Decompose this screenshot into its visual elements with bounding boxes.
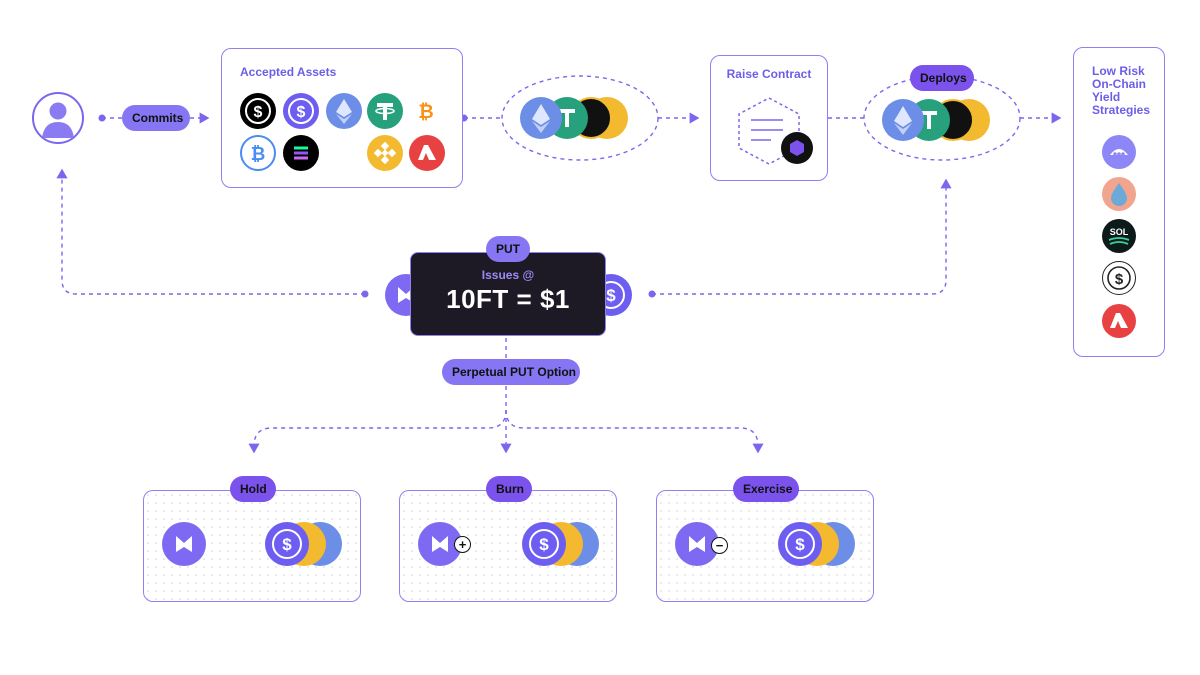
exercise-pill: Exercise [733, 476, 799, 502]
svg-text:$: $ [254, 104, 263, 121]
svg-text:$: $ [282, 535, 292, 554]
burn-usdc-coin-icon: $ [522, 522, 566, 566]
svg-text:₿: ₿ [251, 144, 266, 165]
hold-token-icon [162, 522, 206, 566]
svg-text:₿: ₿ [418, 101, 433, 123]
svg-text:$: $ [606, 286, 616, 305]
raise-contract-panel: Raise Contract [710, 55, 828, 181]
hold-pill: Hold [230, 476, 276, 502]
issue-rate-card: Issues @ 10FT = $1 [410, 252, 606, 336]
contract-document-icon [738, 97, 813, 165]
exercise-usdc-coin-icon: $ [778, 522, 822, 566]
bundle-left-ethereum-icon [520, 97, 562, 139]
ethereum-coin-icon [326, 93, 362, 129]
arrow-option-branch [248, 386, 507, 454]
bundle-right-ethereum-icon [882, 99, 924, 141]
perpetual-put-pill: Perpetual PUT Option [442, 359, 580, 385]
burn-pill: Burn [486, 476, 532, 502]
arrow-put-user [56, 168, 365, 295]
wrapped-bitcoin-coin-icon: ₿ [240, 135, 276, 171]
sol-icon: SOL [1102, 219, 1136, 253]
svg-text:$: $ [539, 535, 549, 554]
solana-coin-icon [283, 135, 319, 171]
bundle-outline-left [501, 75, 659, 161]
usdc-coin-icon: $ [283, 93, 319, 129]
raise-contract-title: Raise Contract [726, 67, 812, 81]
svg-text:$: $ [297, 104, 306, 121]
burn-plus-badge-icon: + [454, 536, 471, 553]
deploys-pill: Deploys [910, 65, 974, 91]
commits-pill: Commits [122, 105, 190, 131]
arrow-put-deploy [652, 178, 952, 295]
svg-text:$: $ [795, 535, 805, 554]
accepted-assets-title: Accepted Assets [240, 65, 337, 79]
user-avatar-icon [32, 92, 84, 144]
svg-text:SOL: SOL [1110, 227, 1129, 237]
drop-icon [1102, 177, 1136, 211]
strategies-title: Low Risk On-Chain Yield Strategies [1092, 64, 1151, 117]
usdc-black-coin-icon: $ [240, 93, 276, 129]
issue-rate: 10FT = $1 [446, 284, 570, 314]
dollar-icon: $ [1102, 261, 1136, 295]
arrow-option-exercise [505, 409, 764, 454]
hold-usdc-coin-icon: $ [265, 522, 309, 566]
binance-coin-icon [367, 135, 403, 171]
tether-coin-icon [367, 93, 403, 129]
bitcoin-coin-icon: ₿ [413, 98, 439, 124]
exercise-minus-badge-icon: − [711, 537, 728, 554]
morpho-icon [1102, 135, 1136, 169]
avalanche-coin-icon [409, 135, 445, 171]
put-pill: PUT [486, 236, 530, 262]
avalanche-strategy-icon [1102, 304, 1136, 338]
issues-label: Issues @ [481, 268, 535, 282]
svg-text:$: $ [1115, 271, 1124, 288]
